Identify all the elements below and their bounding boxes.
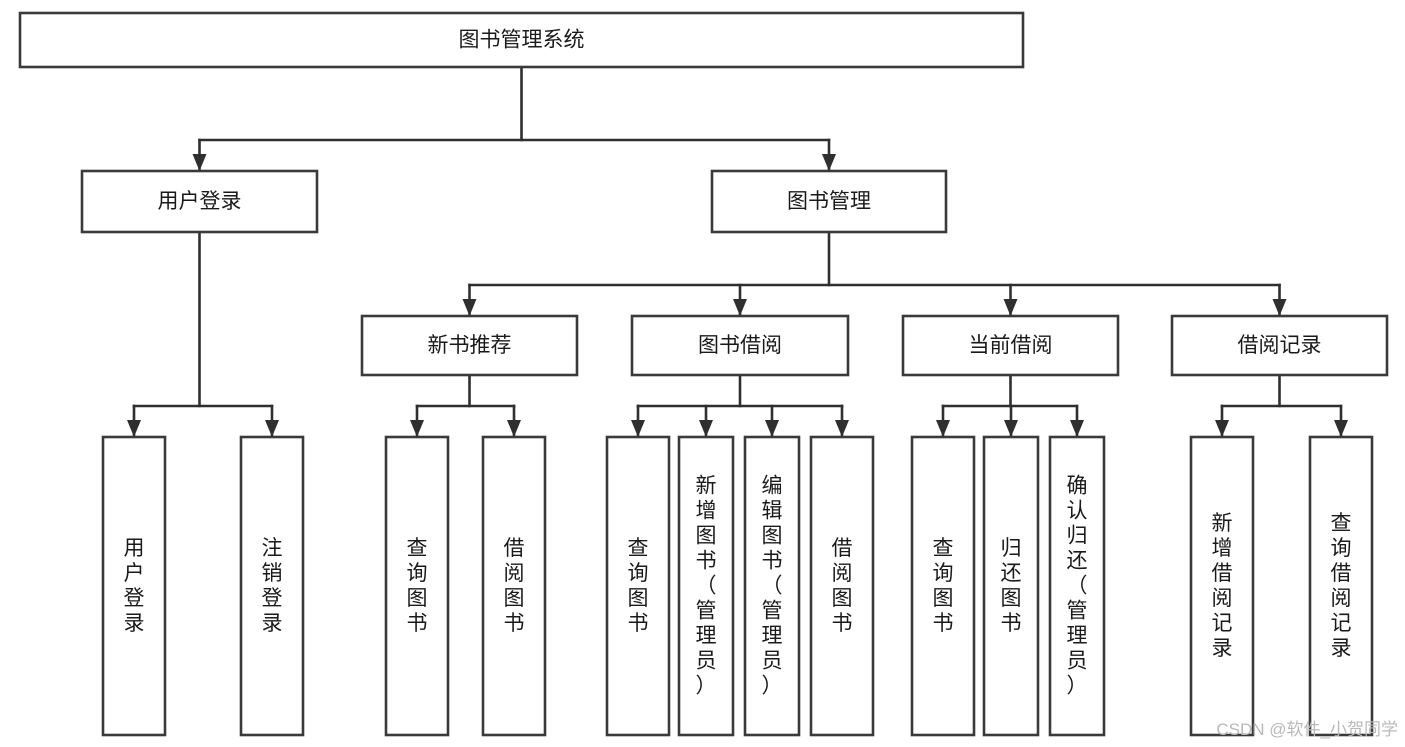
node-label-leaf-query-book-2: 查询图书 <box>628 537 649 635</box>
node-label-user-login: 用户登录 <box>158 190 242 213</box>
node-box-user-login[interactable] <box>80 169 319 234</box>
node-label-root: 图书管理系统 <box>459 29 585 52</box>
node-box-borrow-record[interactable] <box>1170 314 1389 377</box>
node-box-leaf-query-book-3[interactable] <box>910 435 976 737</box>
arrow-head-leaf-confirm-return <box>1070 420 1084 437</box>
node-box-new-book-recommend[interactable] <box>360 314 579 377</box>
node-box-leaf-edit-book[interactable] <box>743 435 801 737</box>
node-label-borrow-record: 借阅记录 <box>1238 334 1322 357</box>
node-box-book-management[interactable] <box>710 169 948 234</box>
node-label-book-borrow: 图书借阅 <box>698 334 782 357</box>
node-box-leaf-add-borrow-record[interactable] <box>1189 435 1255 737</box>
node-box-root[interactable] <box>18 11 1025 69</box>
node-box-leaf-confirm-return[interactable] <box>1048 435 1106 737</box>
node-label-leaf-borrow-book-1: 借阅图书 <box>504 537 525 635</box>
arrow-head-book-borrow <box>733 299 747 316</box>
arrow-head-leaf-user-login <box>127 420 141 437</box>
arrow-head-leaf-add-book <box>699 420 713 437</box>
node-label-leaf-query-book-1: 查询图书 <box>407 537 428 635</box>
arrow-head-borrow-record <box>1272 299 1287 316</box>
node-label-leaf-edit-book: 编辑图书（管理员） <box>762 475 783 698</box>
node-box-leaf-add-book[interactable] <box>677 435 735 737</box>
node-label-new-book-recommend: 新书推荐 <box>428 334 512 357</box>
node-box-leaf-query-borrow-record[interactable] <box>1308 435 1374 737</box>
node-box-leaf-query-book-2[interactable] <box>605 435 671 737</box>
arrow-head-new-book-recommend <box>462 299 477 316</box>
node-box-current-borrow[interactable] <box>901 314 1120 377</box>
connectors-layer <box>127 65 1348 439</box>
node-label-leaf-user-login: 用户登录 <box>124 537 145 635</box>
node-label-leaf-query-borrow-record: 查询借阅记录 <box>1331 512 1352 660</box>
node-box-leaf-return-book[interactable] <box>982 435 1040 737</box>
node-box-leaf-borrow-book-1[interactable] <box>481 435 547 737</box>
node-label-leaf-confirm-return: 确认归还（管理员） <box>1067 475 1088 698</box>
nodes-layer: 图书管理系统用户登录图书管理新书推荐图书借阅当前借阅借阅记录用户登录注销登录查询… <box>18 11 1389 737</box>
arrow-head-leaf-borrow-book-1 <box>507 420 521 437</box>
arrow-head-leaf-query-book-3 <box>936 420 950 437</box>
node-label-current-borrow: 当前借阅 <box>969 334 1053 357</box>
node-label-leaf-user-logout: 注销登录 <box>262 537 283 635</box>
arrow-head-leaf-return-book <box>1004 420 1018 437</box>
arrow-head-leaf-add-borrow-record <box>1215 420 1229 437</box>
arrow-head-leaf-query-book-2 <box>631 420 645 437</box>
arrow-head-user-login <box>192 154 207 171</box>
arrow-head-leaf-edit-book <box>765 420 779 437</box>
node-label-leaf-query-book-3: 查询图书 <box>933 537 954 635</box>
node-box-book-borrow[interactable] <box>630 314 850 377</box>
arrow-head-leaf-user-logout <box>265 420 279 437</box>
node-box-leaf-user-logout[interactable] <box>239 435 305 737</box>
node-label-leaf-return-book: 归还图书 <box>1001 537 1022 635</box>
arrow-head-book-management <box>822 154 836 171</box>
arrow-head-leaf-query-borrow-record <box>1334 420 1348 437</box>
node-label-leaf-add-book: 新增图书（管理员） <box>696 475 717 698</box>
csdn-watermark: CSDN @软件_小贺同学 <box>1216 720 1398 739</box>
arrow-head-leaf-query-book-1 <box>410 420 424 437</box>
node-label-leaf-add-borrow-record: 新增借阅记录 <box>1212 512 1233 660</box>
node-box-leaf-query-book-1[interactable] <box>384 435 450 737</box>
node-box-leaf-user-login[interactable] <box>101 435 167 737</box>
node-label-leaf-borrow-book-2: 借阅图书 <box>832 537 853 635</box>
arrow-head-leaf-borrow-book-2 <box>835 420 849 437</box>
node-box-leaf-borrow-book-2[interactable] <box>809 435 875 737</box>
node-label-book-management: 图书管理 <box>787 190 871 213</box>
arrow-head-current-borrow <box>1003 299 1018 316</box>
